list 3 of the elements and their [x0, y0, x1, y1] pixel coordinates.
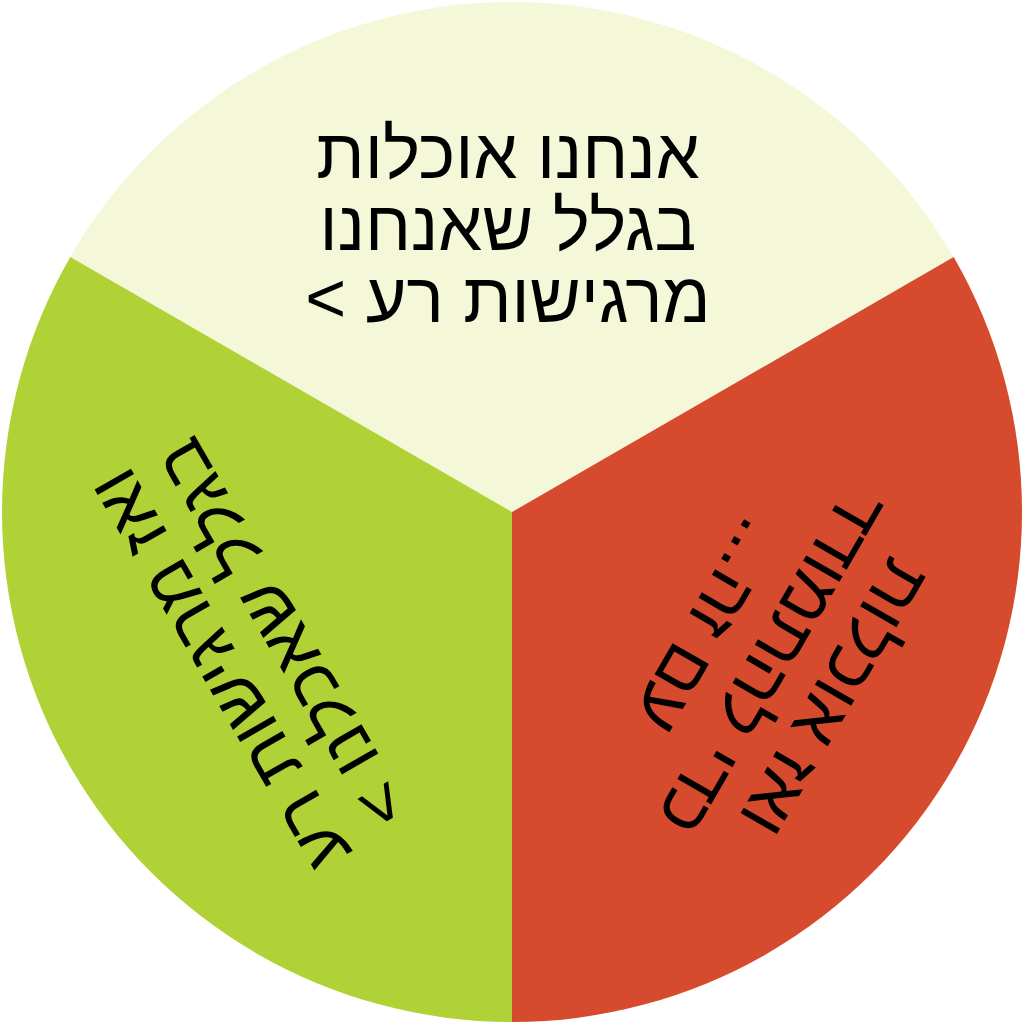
sector-text: ואז אוכלות כדי להתמודד עם זה... — [616, 474, 946, 852]
sector-text: אנחנו אוכלות בגלל שאנחנו מרגישות רע > — [304, 118, 712, 334]
sector-text: ואז מרגישות רע בגלל שאכלנו > — [71, 424, 425, 887]
